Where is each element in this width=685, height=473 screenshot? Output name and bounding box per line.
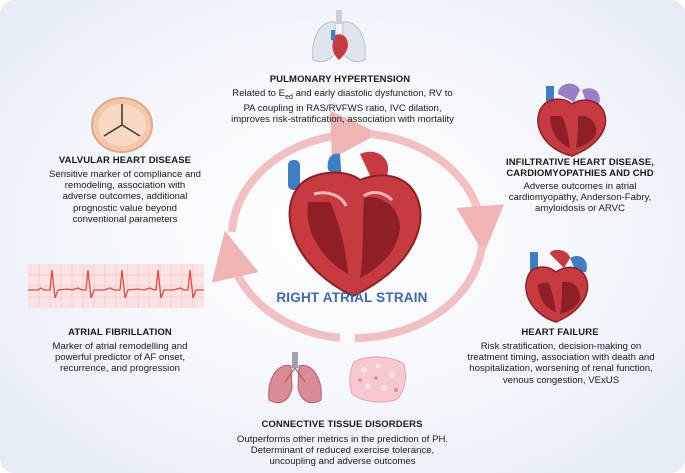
ph-line-2: PA coupling in RAS/RVFWS ratio, IVC dila…: [243, 103, 442, 115]
valve-icon: [91, 97, 153, 153]
arrow-bottom: [354, 245, 486, 342]
ph-line-3: improves risk-stratification, associatio…: [231, 114, 454, 126]
central-heart-icon: [288, 151, 422, 298]
ph-subscript: ed: [285, 93, 293, 101]
connective-tissue-title: CONNECTIVE TISSUE DISORDERS: [261, 419, 423, 430]
atrial-fibrillation-title: ATRIAL FIBRILLATION: [68, 327, 172, 338]
arrow-left: [211, 230, 341, 342]
arrow-right: [369, 130, 505, 254]
lungs-heart-icon: [312, 10, 366, 63]
heart-failure-title: HEART FAILURE: [521, 327, 599, 338]
tissue-icon: [349, 356, 407, 403]
center-title: RIGHT ATRIAL STRAIN: [276, 290, 428, 305]
infiltrative-title-line-2: CARDIOMYOPATHIES AND CHD: [506, 168, 654, 179]
infiltrative-title-line-1: INFILTRATIVE HEART DISEASE,: [505, 157, 655, 168]
ecg-strip-icon: [28, 264, 204, 308]
valvular-title: VALVULAR HEART DISEASE: [58, 155, 192, 166]
connective-tissue-desc: Outperforms other metrics in the predict…: [236, 434, 449, 468]
arrow-top: [228, 110, 379, 233]
pulmonary-hypertension-title: PULMONARY HYPERTENSION: [269, 74, 411, 85]
ph-line-1: Related to Eed and early diastolic dysfu…: [232, 88, 453, 101]
heart-failure-desc: Risk stratification, decision-making on …: [467, 341, 655, 386]
infiltrative-heart-icon: [537, 83, 607, 157]
infiltrative-title: INFILTRATIVE HEART DISEASE, CARDIOMYOPAT…: [490, 157, 670, 179]
pulmonary-hypertension-desc: Related to Eed and early diastolic dysfu…: [200, 88, 485, 126]
heart-failure-icon: [525, 249, 589, 323]
valvular-desc: Sensitive marker of compliance and remod…: [49, 169, 201, 225]
lungs-icon: [268, 352, 322, 404]
atrial-fibrillation-desc: Marker of atrial remodelling and powerfu…: [52, 341, 188, 375]
infiltrative-desc: Adverse outcomes in atrial cardiomyopath…: [508, 181, 652, 215]
